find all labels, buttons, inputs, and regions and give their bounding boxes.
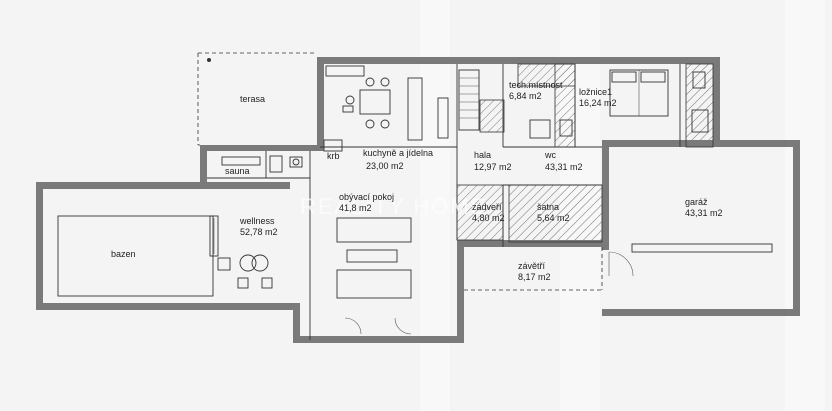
living-furniture (336, 217, 412, 335)
area-wellness: 52,78 m2 (240, 227, 278, 237)
area-hala: 12,97 m2 (474, 162, 512, 172)
area-zadveri: 4,80 m2 (472, 213, 505, 223)
label-krb: krb (327, 151, 340, 161)
fireplace (323, 139, 343, 152)
label-loznice: ložnice1 (579, 87, 612, 97)
label-bazen: bazen (111, 249, 136, 259)
staircase (458, 69, 480, 131)
area-obyvaci: 41,8 m2 (339, 203, 372, 213)
area-zavetri: 8,17 m2 (518, 272, 551, 282)
label-sauna: sauna (225, 166, 250, 176)
area-kuchyne: 23,00 m2 (366, 161, 404, 171)
label-zadveri: zádveří (472, 202, 502, 212)
room-labels: terasa kuchyně a jídelna 23,00 m2 krb te… (111, 80, 723, 282)
label-garaz: garáž (685, 197, 708, 207)
label-wellness: wellness (239, 216, 275, 226)
bedroom-furniture (609, 69, 709, 133)
bathroom-fixtures (221, 119, 573, 173)
area-tech: 6,84 m2 (509, 91, 542, 101)
label-tech: tech.místnost (509, 80, 563, 90)
label-obyvaci: obývací pokoj (339, 192, 394, 202)
area-garaz: 43,31 m2 (685, 208, 723, 218)
label-satna: šatna (537, 202, 559, 212)
entrance-canopy (464, 247, 603, 291)
hatched-area (456, 184, 504, 241)
terrace (197, 52, 317, 146)
watermark: REALITY HOME (300, 194, 487, 219)
wellness-furniture (217, 254, 273, 289)
hatched-area (685, 63, 714, 148)
hatched-area (508, 184, 603, 243)
label-wc: wc (544, 150, 556, 160)
label-zavetri: závětří (518, 261, 546, 271)
pool (57, 215, 219, 297)
area-wc: 43,31 m2 (545, 162, 583, 172)
hatched-area (479, 99, 505, 133)
area-satna: 5,64 m2 (537, 213, 570, 223)
label-terasa: terasa (240, 94, 265, 104)
garage-door (608, 243, 773, 277)
label-kuchyne: kuchyně a jídelna (363, 148, 433, 158)
area-loznice: 16,24 m2 (579, 98, 617, 108)
label-hala: hala (474, 150, 491, 160)
paper-shade (785, 0, 825, 411)
kitchen-furniture (325, 65, 449, 141)
